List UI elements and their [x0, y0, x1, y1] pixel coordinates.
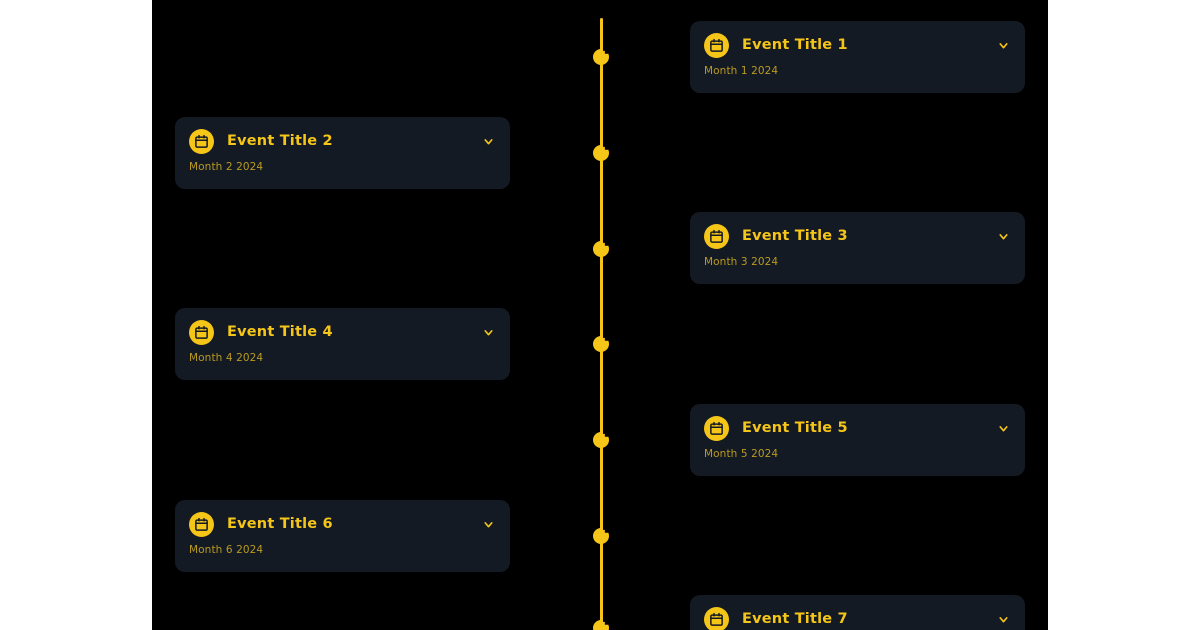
event-card-header: Event Title 7	[704, 606, 1011, 630]
chevron-down-icon[interactable]	[995, 420, 1011, 436]
event-card-title: Event Title 2	[227, 133, 333, 149]
calendar-icon	[189, 511, 214, 537]
event-card-date: Month 1 2024	[704, 65, 779, 77]
calendar-icon	[704, 606, 729, 630]
event-card-header: Event Title 6	[189, 511, 496, 537]
timeline-marker-1[interactable]	[593, 49, 609, 65]
event-card-date: Month 3 2024	[704, 256, 779, 268]
event-card-header: Event Title 2	[189, 128, 496, 154]
timeline-event-card[interactable]: Event Title 2 Month 2 2024	[175, 117, 510, 189]
timeline-event-card[interactable]: Event Title 5 Month 5 2024	[690, 404, 1025, 476]
chevron-down-icon[interactable]	[995, 228, 1011, 244]
timeline-marker-7[interactable]	[593, 620, 609, 630]
timeline-event-card[interactable]: Event Title 6 Month 6 2024	[175, 500, 510, 572]
timeline-marker-2[interactable]	[593, 145, 609, 161]
calendar-icon	[189, 128, 214, 154]
timeline-marker-4[interactable]	[593, 336, 609, 352]
chevron-down-icon[interactable]	[995, 37, 1011, 53]
chevron-down-icon[interactable]	[480, 516, 496, 532]
timeline-marker-3[interactable]	[593, 241, 609, 257]
chevron-down-icon[interactable]	[480, 324, 496, 340]
chevron-down-icon[interactable]	[480, 133, 496, 149]
chevron-down-icon[interactable]	[995, 611, 1011, 627]
timeline-event-card[interactable]: Event Title 3 Month 3 2024	[690, 212, 1025, 284]
timeline-event-card[interactable]: Event Title 7Month 7 2024	[690, 595, 1025, 630]
event-card-header: Event Title 5	[704, 415, 1011, 441]
event-card-title: Event Title 7	[742, 611, 848, 627]
calendar-icon	[704, 415, 729, 441]
event-card-header: Event Title 4	[189, 319, 496, 345]
timeline-event-card[interactable]: Event Title 4 Month 4 2024	[175, 308, 510, 380]
calendar-icon	[704, 32, 729, 58]
event-card-date: Month 5 2024	[704, 448, 779, 460]
timeline-event-card[interactable]: Event Title 1 Month 1 2024	[690, 21, 1025, 93]
event-card-title: Event Title 6	[227, 516, 333, 532]
event-card-date: Month 4 2024	[189, 352, 264, 364]
event-card-header: Event Title 3	[704, 223, 1011, 249]
calendar-icon	[704, 223, 729, 249]
event-card-title: Event Title 4	[227, 324, 333, 340]
timeline-axis-line	[600, 18, 603, 630]
event-card-date: Month 2 2024	[189, 161, 264, 173]
event-card-title: Event Title 1	[742, 37, 848, 53]
timeline-marker-5[interactable]	[593, 432, 609, 448]
event-card-title: Event Title 5	[742, 420, 848, 436]
event-card-date: Month 6 2024	[189, 544, 264, 556]
event-card-header: Event Title 1	[704, 32, 1011, 58]
event-card-title: Event Title 3	[742, 228, 848, 244]
calendar-icon	[189, 319, 214, 345]
timeline-marker-6[interactable]	[593, 528, 609, 544]
